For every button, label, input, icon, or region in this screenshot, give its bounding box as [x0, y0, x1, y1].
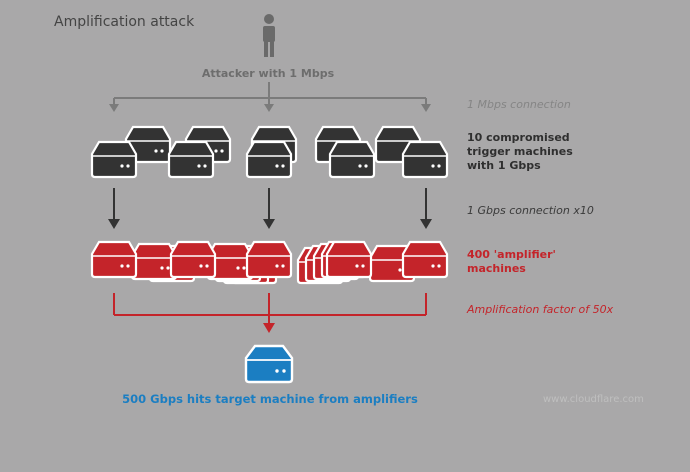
mbps-connection-label: 1 Mbps connection — [467, 98, 571, 111]
amplifier-machines-label: 400 'amplifier' machines — [467, 248, 556, 275]
watermark: www.cloudflare.com — [543, 394, 644, 405]
person-icon — [263, 14, 275, 57]
trigger-machines — [90, 125, 449, 179]
amplification-factor-label: Amplification factor of 50x — [467, 303, 614, 316]
mbps-connection-lines — [113, 82, 427, 106]
target-machine — [244, 344, 294, 384]
target-label: 500 Gbps hits target machine from amplif… — [122, 392, 418, 406]
trigger-machines-label: 10 compromised trigger machines with 1 G… — [467, 131, 573, 172]
amplifier-machines — [90, 240, 449, 285]
diagram-title: Amplification attack — [54, 14, 195, 30]
attacker-label: Attacker with 1 Mbps — [201, 67, 335, 80]
gbps-connection-label: 1 Gbps connection x10 — [467, 204, 594, 217]
